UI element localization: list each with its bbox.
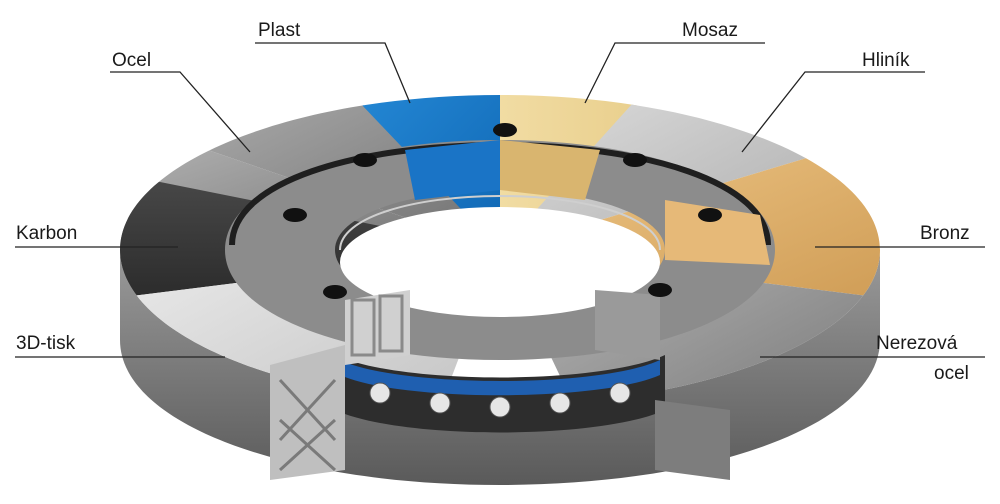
leader-lines	[15, 42, 985, 358]
label-hlinik: Hliník	[862, 50, 910, 71]
label-bronz: Bronz	[920, 223, 970, 244]
ball-cage	[335, 355, 665, 433]
label-karbon: Karbon	[16, 223, 78, 244]
center-hole	[340, 207, 660, 317]
label-3d-tisk: 3D-tisk	[16, 333, 76, 354]
label-ocel-2: ocel	[934, 363, 969, 384]
mounting-holes	[283, 123, 722, 299]
label-mosaz: Mosaz	[682, 20, 738, 41]
print-lattice-cutface	[270, 290, 410, 480]
label-ocel: Ocel	[112, 50, 152, 71]
label-nerezova: Nerezová	[876, 333, 958, 354]
label-plast: Plast	[258, 20, 301, 41]
right-cutface	[595, 290, 730, 480]
